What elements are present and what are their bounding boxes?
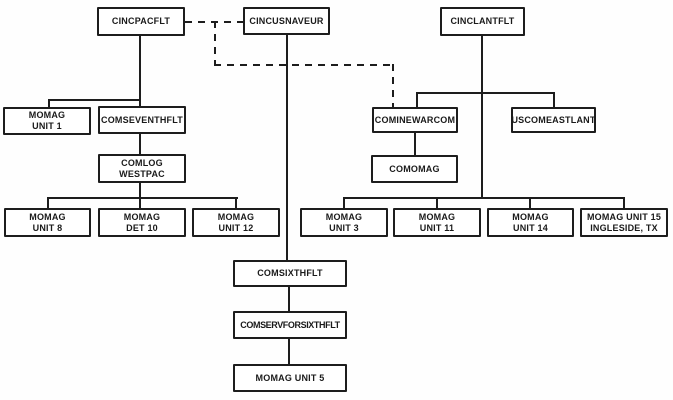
connector-momag-unit-11-stub (436, 197, 438, 208)
connector-cominewarcom-stub (416, 92, 418, 107)
org-node-comsixthflt: COMSIXTHFLT (233, 260, 347, 287)
connector-cincusnaveur-comsixthflt (286, 35, 288, 260)
connector-comsixthflt-comservfor (288, 287, 290, 311)
org-node-momag-unit-8: MOMAG UNIT 8 (4, 208, 91, 237)
connector-comlog-children (47, 197, 238, 199)
connector-momag-unit-3-stub (343, 197, 345, 208)
connector-cinclantflt-drop (481, 36, 483, 199)
connector-momag-unit-8-stub (47, 197, 49, 208)
org-node-momag-unit-14: MOMAG UNIT 14 (487, 208, 574, 237)
org-node-comseventhflt: COMSEVENTHFLT (98, 106, 186, 134)
dashed-link-drop (214, 21, 216, 66)
org-node-momag-unit-12: MOMAG UNIT 12 (192, 208, 280, 237)
org-node-comlog-westpac: COMLOG WESTPAC (98, 154, 186, 183)
org-node-uscomeastlant: USCOMEASTLANT (511, 107, 596, 133)
connector-uscomeastlant-stub (553, 92, 555, 107)
connector-cinclantflt-children (416, 92, 555, 94)
connector-comseventhflt-comlog (139, 134, 141, 154)
connector-momag-row-bus (343, 197, 625, 199)
dashed-link-across (214, 64, 394, 66)
org-node-momag-det-10: MOMAG DET 10 (98, 208, 186, 237)
connector-momag-unit-12-stub (235, 197, 237, 208)
org-node-momag-unit-1: MOMAG UNIT 1 (3, 107, 91, 135)
org-node-cominewarcom: COMINEWARCOM (372, 107, 458, 133)
org-node-momag-unit-11: MOMAG UNIT 11 (393, 208, 481, 237)
org-node-comomag: COMOMAG (371, 155, 458, 183)
connector-cincpacflt-drop (139, 36, 141, 106)
org-node-cinclantflt: CINCLANTFLT (440, 7, 525, 36)
connector-momag-unit-15-stub (623, 197, 625, 208)
org-node-cincpacflt: CINCPACFLT (97, 7, 185, 36)
org-node-momag-unit-15: MOMAG UNIT 15 INGLESIDE, TX (580, 208, 668, 237)
org-node-momag-unit-5: MOMAG UNIT 5 (233, 364, 347, 392)
connector-momag-unit-14-stub (529, 197, 531, 208)
connector-cominewarcom-comomag (414, 133, 416, 155)
org-node-comservforsixthflt: COMSERVFORSIXTHFLT (233, 311, 347, 339)
connector-cincpacflt-children (48, 99, 141, 101)
connector-comservfor-momag-unit-5 (288, 339, 290, 364)
dashed-link-to-cominewarcom (392, 64, 394, 107)
org-node-cincusnaveur: CINCUSNAVEUR (243, 7, 330, 35)
org-node-momag-unit-3: MOMAG UNIT 3 (300, 208, 388, 237)
connector-comlog-drop (139, 183, 141, 208)
connector-momag-unit-1-stub (48, 99, 50, 108)
